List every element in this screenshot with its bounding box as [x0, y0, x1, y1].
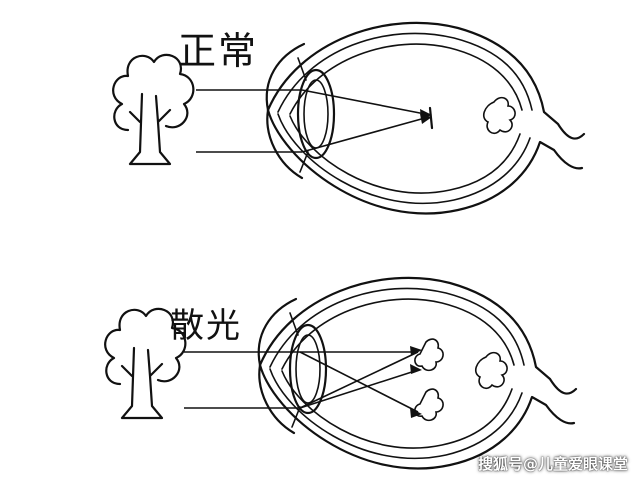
- eye-icon: [257, 276, 578, 470]
- astigmatism-panel: [104, 276, 578, 470]
- normal-panel: [112, 21, 586, 215]
- light-rays: [184, 338, 444, 422]
- light-rays: [196, 89, 434, 153]
- watermark: 搜狐号@儿童爱眼课堂: [477, 455, 628, 473]
- normal-label: 正常: [178, 29, 259, 73]
- astigmatism-label: 散光: [170, 306, 242, 346]
